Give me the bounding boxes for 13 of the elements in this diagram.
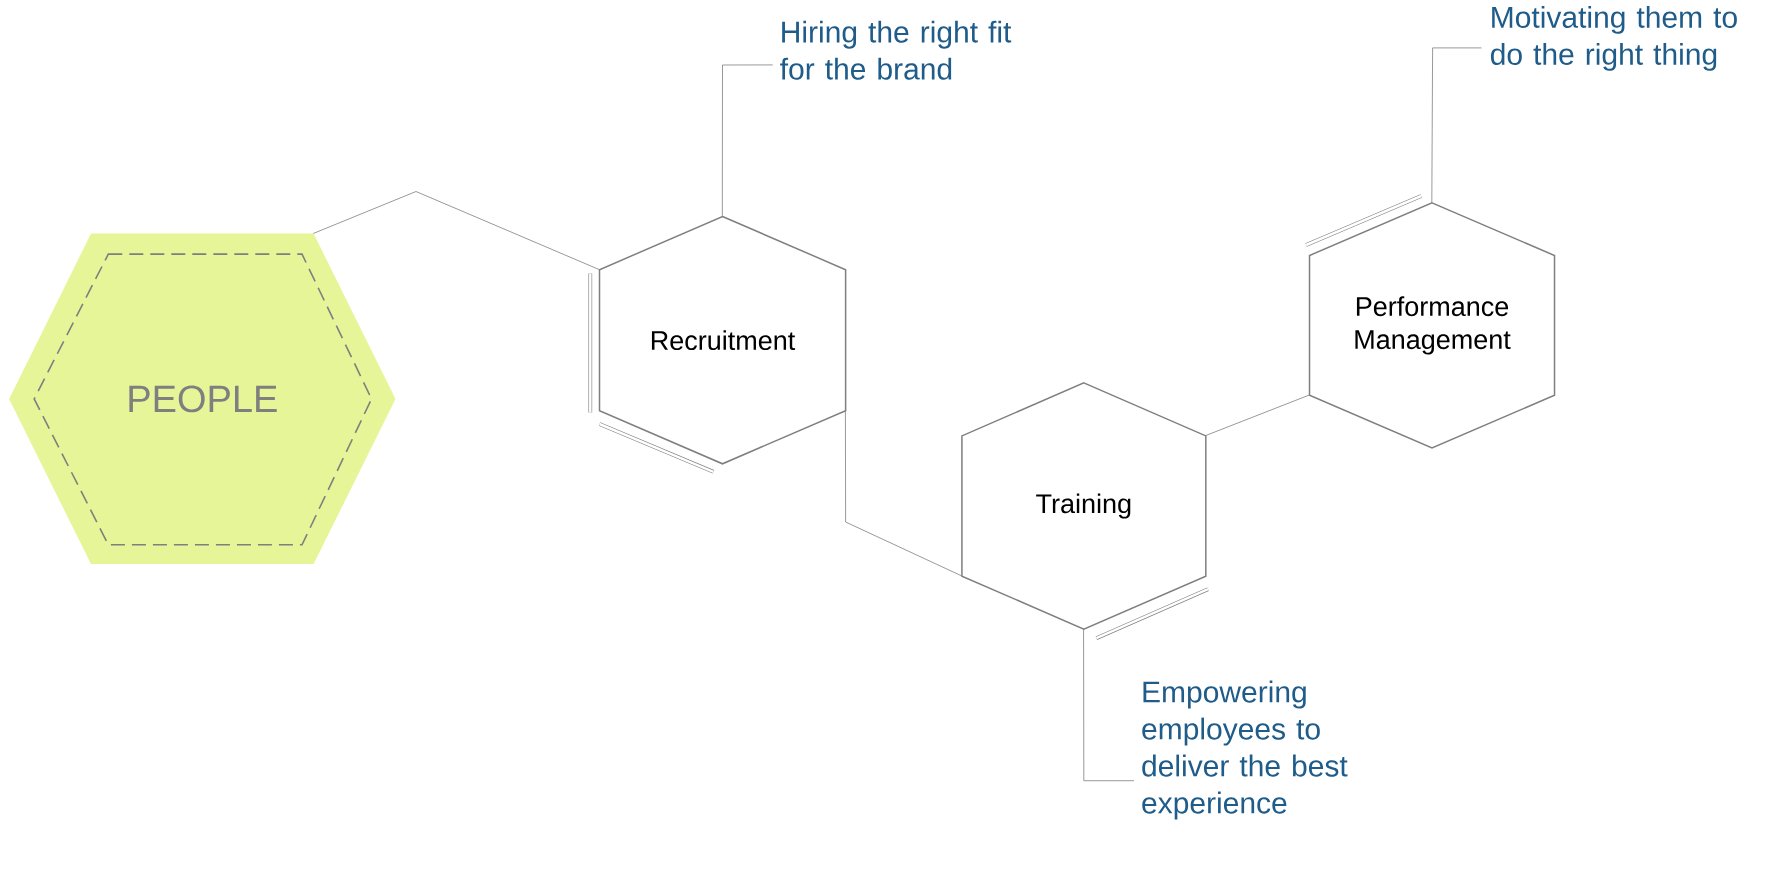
- callout-text: Motivating them to do the right thing: [1490, 5, 1737, 71]
- leader-line: [721, 64, 774, 217]
- connector-line: [1205, 394, 1310, 436]
- connector-line: [312, 191, 600, 270]
- hexagon: Recruitment: [598, 215, 847, 465]
- callout-text: Empowering employees to deliver the best experience: [1142, 680, 1348, 820]
- hexagon: Training: [961, 382, 1207, 630]
- hexagon: PEOPLE: [9, 233, 396, 565]
- connector-line: [845, 410, 963, 577]
- leader-line: [1083, 628, 1135, 782]
- leader-line: [1431, 47, 1482, 204]
- hexagon: Performance Management: [1308, 202, 1556, 449]
- callout-text: Hiring the right fit for the brand: [780, 20, 1012, 80]
